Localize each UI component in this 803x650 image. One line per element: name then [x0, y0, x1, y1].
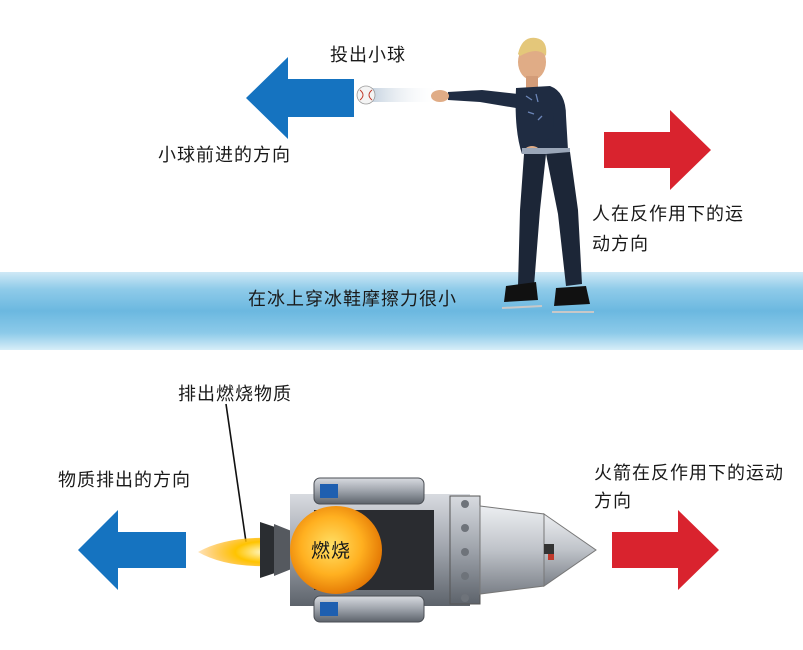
ball-direction-arrow — [246, 57, 356, 139]
skater-figure — [418, 30, 598, 320]
exhaust-direction-label: 物质排出的方向 — [58, 470, 191, 492]
combustion-label: 燃烧 — [311, 540, 351, 562]
exhaust-direction-arrow — [78, 510, 188, 590]
person-direction-label: 人在反作用下的运动方向 — [592, 200, 762, 260]
rocket-direction-arrow — [612, 510, 720, 590]
exhaust-pointer-line — [224, 404, 254, 544]
person-direction-arrow — [604, 110, 712, 190]
rocket-engine — [254, 470, 599, 630]
rocket-direction-label: 火箭在反作用下的运动方向 — [594, 460, 784, 516]
throw-label: 投出小球 — [330, 45, 406, 67]
ice-surface — [0, 272, 803, 350]
exhaust-label: 排出燃烧物质 — [178, 384, 292, 406]
ball-direction-label: 小球前进的方向 — [158, 145, 291, 167]
